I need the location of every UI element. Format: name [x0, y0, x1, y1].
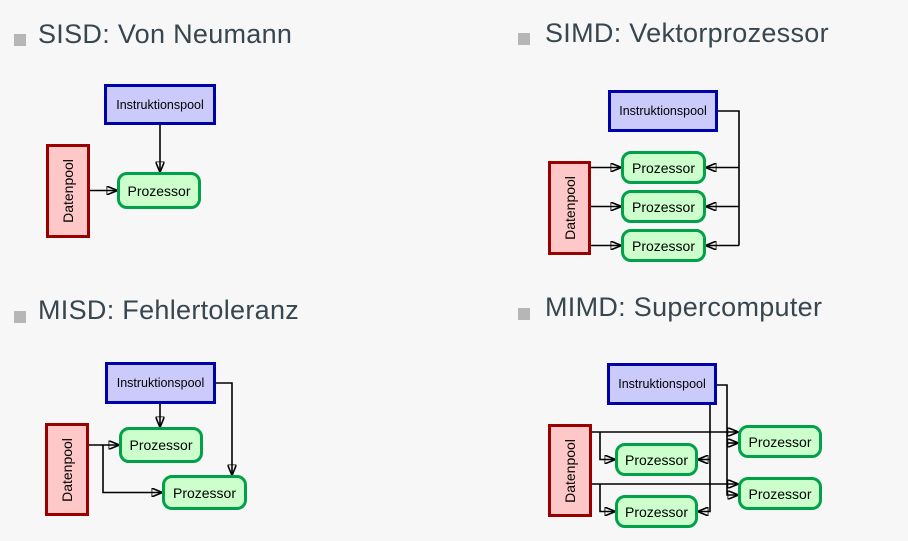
bullet-square-icon: [518, 33, 530, 45]
sisd-data-pool-box: Datenpool: [46, 144, 90, 238]
mimd-data-pool-label: Datenpool: [562, 438, 579, 503]
misd-instruction-pool-label: Instruktionspool: [116, 376, 205, 390]
mimd-processor-box-3: Prozessor: [738, 425, 822, 458]
mimd-instruction-pool-label: Instruktionspool: [618, 377, 706, 391]
misd-processor-box-1: Prozessor: [119, 427, 203, 463]
sisd-processor-label: Prozessor: [127, 182, 191, 199]
sisd-instruction-pool-box: Instruktionspool: [104, 84, 216, 125]
mimd-data-arrow-m2: [599, 484, 615, 512]
misd-data-pool-box: Datenpool: [45, 423, 89, 516]
mimd-instruction-bus-a: [698, 405, 711, 512]
mimd-data-pool-box: Datenpool: [548, 424, 592, 517]
panel-title-sisd: SISD: Von Neumann: [38, 19, 293, 49]
mimd-processor-label-3: Prozessor: [748, 433, 812, 450]
sisd-data-pool-label: Datenpool: [60, 159, 77, 223]
simd-processor-label-2: Prozessor: [631, 198, 696, 215]
panel-title-misd: MISD: Fehlertoleranz: [38, 295, 300, 325]
mimd-processor-box-1: Prozessor: [615, 443, 698, 476]
mimd-processor-label-1: Prozessor: [624, 451, 689, 468]
mimd-instruction-pool-box: Instruktionspool: [607, 363, 717, 405]
sisd-processor-box: Prozessor: [117, 172, 201, 209]
misd-processor-box-2: Prozessor: [162, 475, 247, 510]
simd-data-pool-box: Datenpool: [548, 161, 591, 255]
simd-processor-box-3: Prozessor: [621, 229, 706, 262]
mimd-data-arrow-m1: [599, 432, 615, 460]
simd-processor-label-3: Prozessor: [631, 237, 696, 254]
simd-data-pool-label: Datenpool: [561, 176, 578, 240]
simd-processor-box-2: Prozessor: [621, 190, 706, 223]
panel-title-simd: SIMD: Vektorprozessor: [545, 18, 829, 48]
bullet-square-icon: [518, 308, 530, 320]
misd-processor-label-2: Prozessor: [172, 484, 237, 501]
simd-processor-box-1: Prozessor: [621, 151, 706, 184]
simd-instruction-bus: [718, 110, 740, 246]
misd-data-pool-label: Datenpool: [59, 437, 76, 502]
simd-processor-label-1: Prozessor: [631, 159, 696, 176]
bullet-square-icon: [14, 34, 26, 46]
mimd-processor-label-4: Prozessor: [748, 485, 812, 502]
simd-instruction-pool-label: Instruktionspool: [619, 104, 707, 118]
misd-instruction-arrow-2: [216, 382, 232, 475]
sisd-instruction-pool-label: Instruktionspool: [116, 97, 204, 112]
panel-title-mimd: MIMD: Supercomputer: [545, 292, 823, 322]
mimd-processor-box-4: Prozessor: [738, 477, 822, 510]
simd-instruction-pool-box: Instruktionspool: [608, 90, 718, 132]
misd-instruction-pool-box: Instruktionspool: [105, 362, 216, 404]
misd-processor-label-1: Prozessor: [129, 437, 193, 453]
mimd-processor-box-2: Prozessor: [615, 495, 698, 528]
bullet-square-icon: [14, 311, 26, 323]
mimd-instruction-bus-b: [717, 384, 738, 495]
mimd-processor-label-2: Prozessor: [624, 503, 689, 520]
